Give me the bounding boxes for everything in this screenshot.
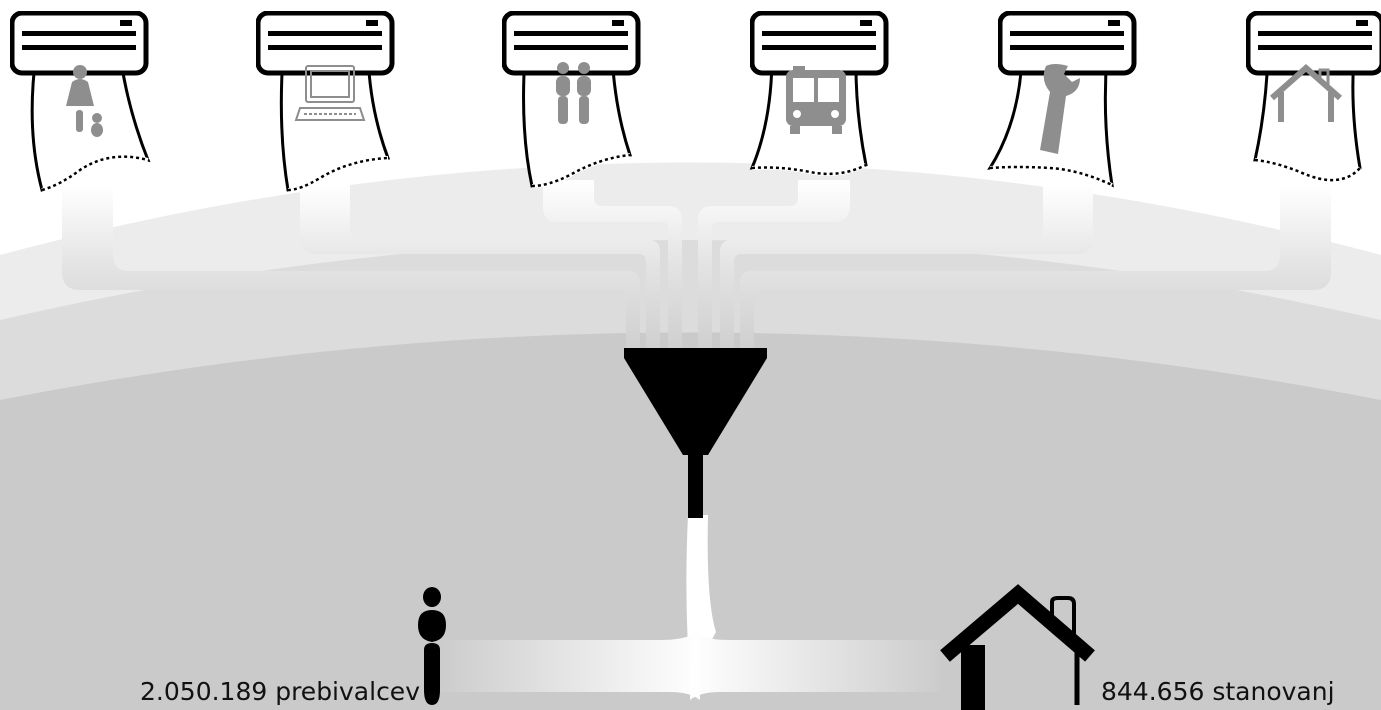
source-printer-2 bbox=[258, 13, 392, 190]
source-printer-6 bbox=[1248, 13, 1381, 180]
dwellings-count-label: 844.656 stanovanj bbox=[1101, 677, 1335, 707]
stream-right bbox=[690, 630, 940, 700]
source-printer-1 bbox=[12, 13, 148, 190]
source-printer-5 bbox=[990, 13, 1134, 185]
stream-left bbox=[440, 630, 700, 700]
source-printer-4 bbox=[752, 13, 886, 174]
population-count-label: 2.050.189 prebivalcev bbox=[140, 677, 420, 707]
bus-icon bbox=[786, 66, 846, 134]
source-printer-3 bbox=[504, 13, 638, 186]
